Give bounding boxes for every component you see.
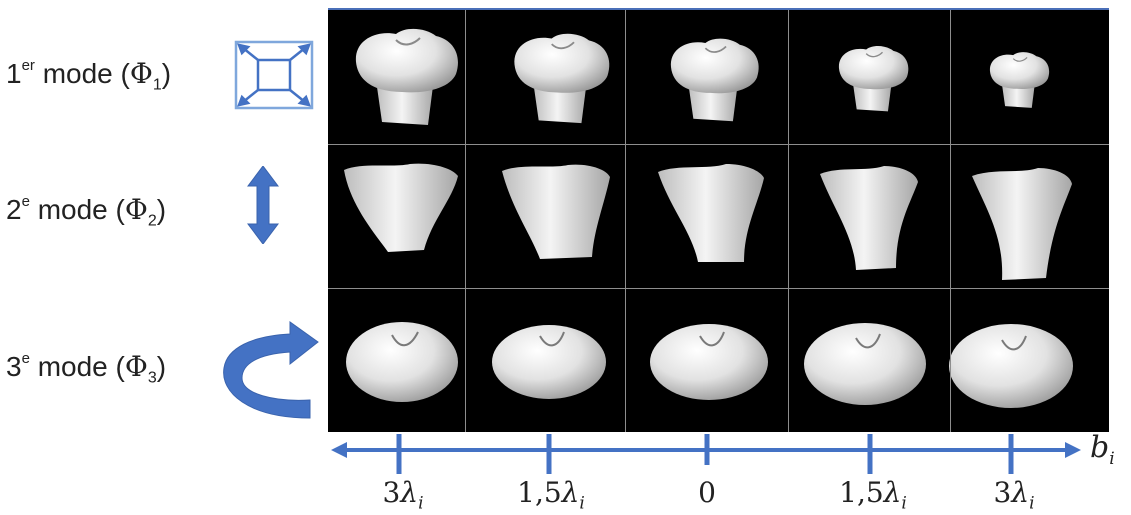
mode-1-shape-col-2 bbox=[514, 33, 610, 124]
mode-3-shape-col-3 bbox=[650, 324, 768, 400]
mode-2-shape-col-2 bbox=[502, 164, 610, 259]
mode-2-shape-col-1 bbox=[344, 163, 458, 253]
tick-label-1: 3λi bbox=[382, 476, 424, 514]
axis-label-bi: bi bbox=[1090, 430, 1115, 469]
mode-3-shape-col-2 bbox=[492, 325, 606, 399]
bi-axis bbox=[331, 434, 1081, 474]
mode-1-label: 1er mode (Φ1) bbox=[6, 56, 172, 94]
tick-label-5: 3λi bbox=[993, 476, 1035, 514]
mode-2-label: 2e mode (Φ2) bbox=[6, 192, 167, 230]
mode-2-shape-col-4 bbox=[820, 166, 918, 270]
mode-1-shape-col-3 bbox=[670, 38, 759, 122]
tick-label-4: 1,5λi bbox=[839, 476, 907, 514]
mode-3-shape-col-5 bbox=[949, 324, 1073, 408]
mode-1-shape-col-4 bbox=[838, 46, 909, 112]
mode-1-shape-col-5 bbox=[989, 52, 1050, 108]
grid-divider-v4 bbox=[950, 10, 951, 432]
curved-rotation-arrow-icon bbox=[223, 321, 319, 419]
tick-label-3: 0 bbox=[698, 476, 716, 509]
vertical-double-arrow-icon bbox=[247, 166, 279, 244]
mode-3-shape-col-4 bbox=[804, 323, 926, 405]
mode-2-shape-col-5 bbox=[972, 168, 1072, 280]
tick-label-2: 1,5λi bbox=[517, 476, 585, 514]
grid-divider-v1 bbox=[465, 10, 466, 432]
axis-ticks bbox=[396, 434, 1014, 474]
mode-1-shape-col-1 bbox=[355, 28, 458, 125]
expand-square-icon bbox=[234, 40, 314, 110]
grid-divider-v3 bbox=[788, 10, 789, 432]
grid-divider-h1 bbox=[328, 144, 1109, 145]
shape-renderings bbox=[344, 28, 1073, 408]
grid-divider-h2 bbox=[328, 288, 1109, 289]
mode-2-shape-col-3 bbox=[658, 164, 764, 262]
mode-3-shape-col-1 bbox=[346, 322, 458, 402]
shape-variation-grid bbox=[328, 8, 1109, 432]
grid-divider-v2 bbox=[625, 10, 626, 432]
mode-3-label: 3e mode (Φ3) bbox=[6, 349, 167, 387]
